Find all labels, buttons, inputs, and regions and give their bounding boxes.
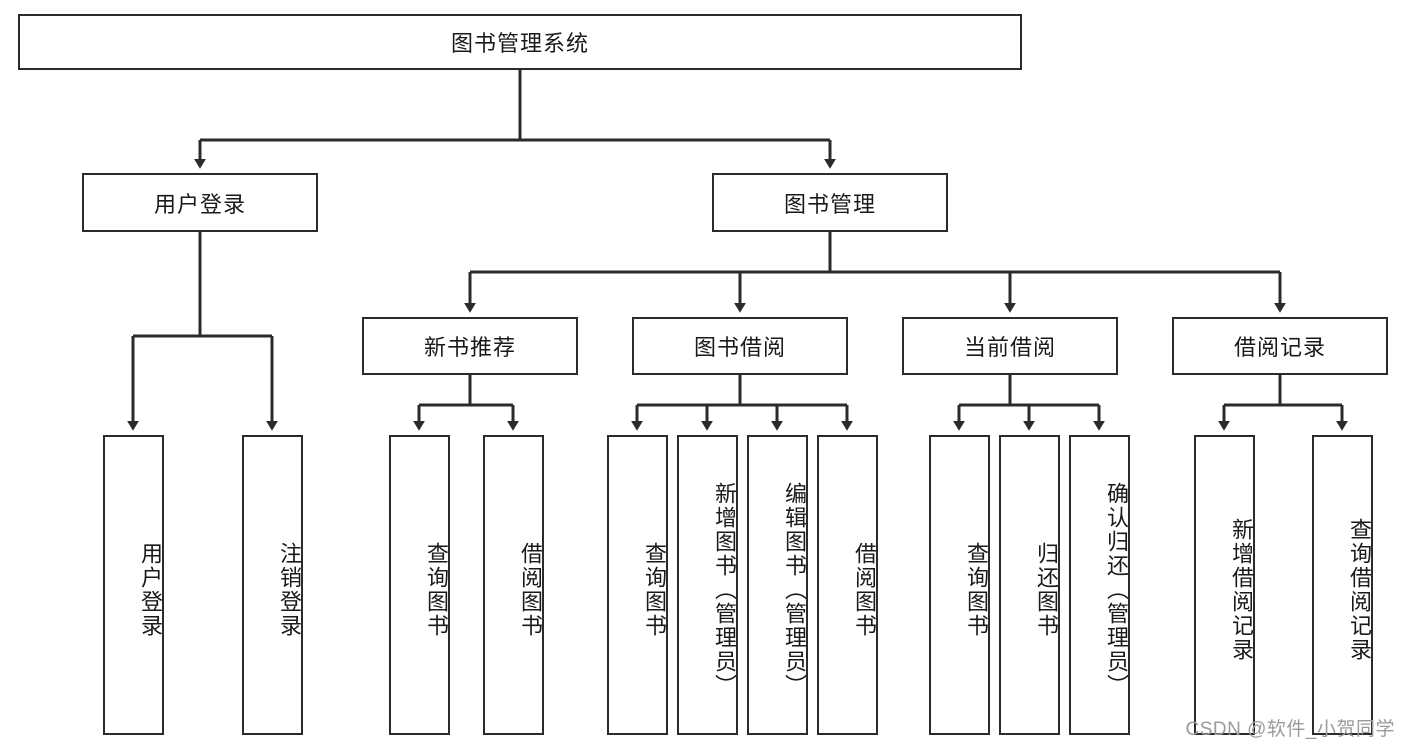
leaf-node-label: 确认归还（管理员） bbox=[1104, 482, 1129, 698]
leaf-node[interactable]: 借阅图书 bbox=[817, 435, 878, 735]
leaf-node[interactable]: 编辑图书（管理员） bbox=[747, 435, 808, 735]
leaf-node[interactable]: 新增借阅记录 bbox=[1194, 435, 1255, 735]
leaf-node-label: 注销登录 bbox=[277, 542, 302, 638]
node-root-label: 图书管理系统 bbox=[450, 31, 589, 56]
node-borrow-record-label: 借阅记录 bbox=[1233, 335, 1326, 360]
leaf-node[interactable]: 注销登录 bbox=[242, 435, 303, 735]
node-book-management[interactable]: 图书管理 bbox=[712, 173, 948, 232]
leaf-node-label: 借阅图书 bbox=[518, 542, 543, 638]
leaf-node[interactable]: 确认归还（管理员） bbox=[1069, 435, 1130, 735]
node-root[interactable]: 图书管理系统 bbox=[18, 14, 1022, 70]
leaf-node-label: 查询借阅记录 bbox=[1347, 518, 1372, 662]
node-current-borrow[interactable]: 当前借阅 bbox=[902, 317, 1118, 375]
leaf-node-label: 查询图书 bbox=[642, 542, 667, 638]
watermark: CSDN @软件_小贺同学 bbox=[1185, 719, 1395, 740]
leaf-node[interactable]: 归还图书 bbox=[999, 435, 1060, 735]
leaf-node-label: 借阅图书 bbox=[852, 542, 877, 638]
leaf-node[interactable]: 查询图书 bbox=[607, 435, 668, 735]
leaf-node-label: 新增图书（管理员） bbox=[712, 482, 737, 698]
leaf-node[interactable]: 用户登录 bbox=[103, 435, 164, 735]
node-book-borrow[interactable]: 图书借阅 bbox=[632, 317, 848, 375]
leaf-node[interactable]: 新增图书（管理员） bbox=[677, 435, 738, 735]
node-new-book-recommend[interactable]: 新书推荐 bbox=[362, 317, 578, 375]
node-book-management-label: 图书管理 bbox=[783, 191, 876, 217]
node-book-borrow-label: 图书借阅 bbox=[693, 335, 786, 360]
leaf-node-label: 查询图书 bbox=[964, 542, 989, 638]
leaf-node[interactable]: 借阅图书 bbox=[483, 435, 544, 735]
node-new-book-recommend-label: 新书推荐 bbox=[423, 335, 516, 360]
node-current-borrow-label: 当前借阅 bbox=[963, 335, 1056, 360]
node-user-login-label: 用户登录 bbox=[153, 191, 246, 217]
leaf-node-label: 编辑图书（管理员） bbox=[782, 482, 807, 698]
leaf-node-label: 归还图书 bbox=[1034, 542, 1059, 638]
leaf-node-label: 新增借阅记录 bbox=[1229, 518, 1254, 662]
leaf-node[interactable]: 查询图书 bbox=[389, 435, 450, 735]
leaf-node[interactable]: 查询借阅记录 bbox=[1312, 435, 1373, 735]
leaf-node[interactable]: 查询图书 bbox=[929, 435, 990, 735]
leaf-node-label: 查询图书 bbox=[424, 542, 449, 638]
node-user-login[interactable]: 用户登录 bbox=[82, 173, 318, 232]
node-borrow-record[interactable]: 借阅记录 bbox=[1172, 317, 1388, 375]
leaf-node-label: 用户登录 bbox=[138, 542, 163, 638]
